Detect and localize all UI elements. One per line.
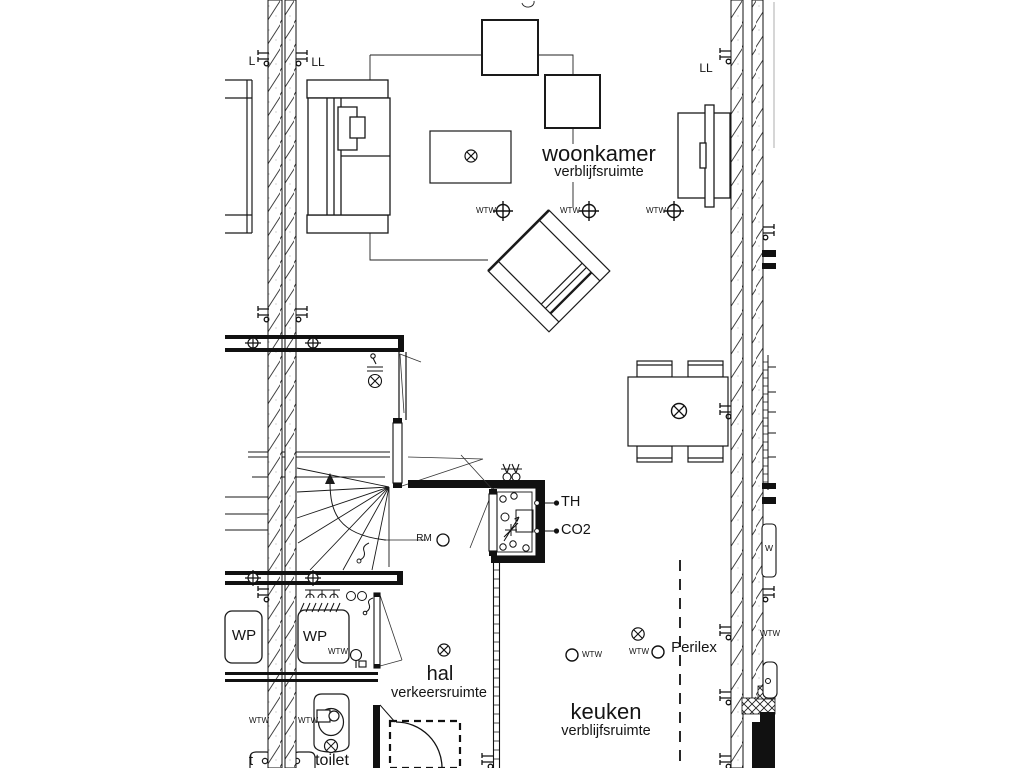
room-label-keuken: keuken [570,699,642,724]
label-wtw-1: WTW [476,206,496,215]
label-wp-neighbor: WP [231,627,257,644]
label-wtw-closet: WTW [328,647,348,656]
room-label-hal: hal [426,663,454,685]
tv-cabinet [677,104,731,208]
right-edge-fragments [761,250,778,699]
th-co2-leaders [534,500,560,534]
hal-keuken-divider [492,562,501,768]
dining-set [627,360,729,463]
dining-light [670,402,688,420]
hal-light [437,643,451,657]
label-wtw-toilet-left: WTW [249,716,269,725]
wall-ties [245,335,321,586]
room-sublabel-keuken: verblijfsruimte [561,723,651,739]
wtw-crosshairs [493,201,684,221]
neighbor-sofa-fragment [225,79,253,234]
keuken-light [631,627,645,641]
room-label-toilet: toilet [315,752,349,768]
door-wpcloset-hal [373,592,403,669]
label-wtw-3: WTW [646,206,666,215]
label-ll-rightwall: LL [699,61,713,75]
coffee-table-light [464,149,478,163]
front-door-dashed [388,719,462,768]
ceiling-lights [437,149,688,657]
label-wtw-keuken-1: WTW [582,650,602,659]
wtw-valves-keuken [565,645,665,662]
room-sublabel-woonkamer: verblijfsruimte [554,164,644,180]
label-wp: WP [302,628,328,645]
label-wtw-right-edge: WTW [760,629,780,638]
socket-cluster [299,589,374,616]
label-rm: RM [416,533,432,544]
wiring-lines [369,0,775,541]
neighbor-toilet-fragment: t [248,752,254,768]
wtw-unit [349,648,367,668]
armchair [487,209,611,333]
door-woonkamer-hal [392,353,484,488]
toilet-door-leaf [373,704,396,768]
staircase [225,451,390,571]
label-perilex: Perilex [671,639,717,656]
label-wtw-toilet-right: WTW [298,716,318,725]
toilet-fixture [313,693,350,754]
side-table-squares [481,19,601,129]
room-label-woonkamer: woonkamer [542,141,656,166]
party-walls [267,0,764,768]
label-wtw-2: WTW [560,206,580,215]
vent-valve-symbol [501,463,522,482]
label-co2: CO2 [561,522,591,538]
wp-units [224,609,350,664]
label-th: TH [561,494,581,510]
room-sublabel-hal: verkeersruimte [391,685,487,701]
label-wtw-keuken-2: WTW [629,647,649,656]
label-ll-leftwall: LL [311,55,325,69]
rm-detector [436,533,450,547]
closet-ceiling-light [367,353,383,389]
hand-basins [249,751,316,768]
meterkast [408,454,560,563]
label-w-appliance: W [764,543,774,553]
label-ll-left-partial: L [248,54,256,68]
sofa [306,79,391,234]
